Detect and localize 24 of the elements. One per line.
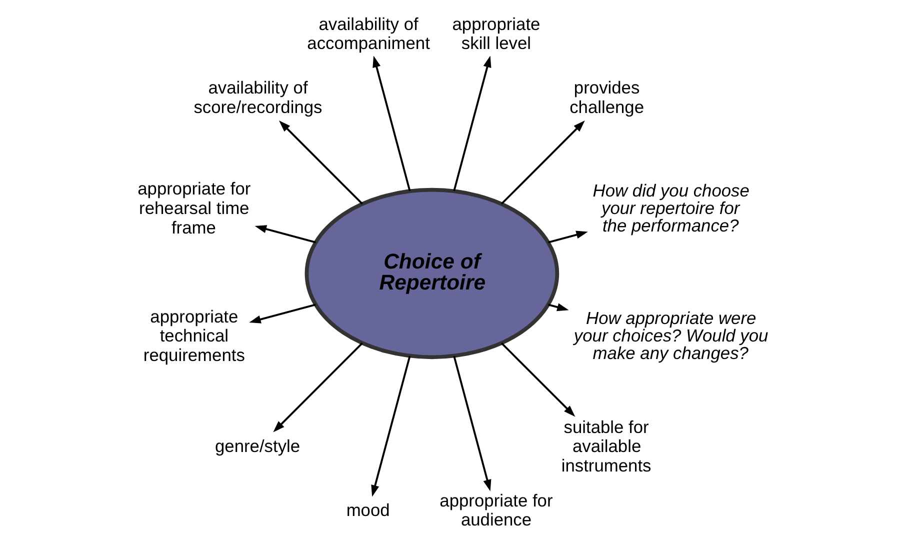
arrow bbox=[372, 56, 410, 192]
arrow bbox=[500, 342, 575, 417]
node-text: provides challenge bbox=[569, 78, 644, 118]
arrow bbox=[248, 304, 316, 324]
node-text: suitable for available instruments bbox=[560, 416, 651, 476]
node-text: How appropriate were your choices? Would you make any changes? bbox=[573, 308, 768, 363]
arrow bbox=[548, 230, 588, 244]
arrow bbox=[548, 303, 568, 312]
arrow bbox=[500, 120, 584, 204]
node-text: appropriate for rehearsal time frame bbox=[137, 178, 250, 238]
node-text: availability of score/recordings bbox=[193, 78, 322, 118]
arrow bbox=[254, 225, 316, 244]
arrow bbox=[452, 56, 491, 192]
arrow bbox=[278, 120, 362, 204]
node-text: availability of accompaniment bbox=[306, 14, 430, 54]
node-text: appropriate skill level bbox=[452, 14, 540, 54]
arrow bbox=[370, 356, 410, 497]
node-text: genre/style bbox=[214, 436, 300, 456]
node-text: How did you choose your repertoire for the performance? bbox=[592, 180, 749, 236]
node-text: mood bbox=[346, 500, 390, 520]
arrow bbox=[452, 356, 491, 492]
node-text: appropriate for audience bbox=[439, 490, 552, 530]
arrow bbox=[272, 342, 362, 432]
node-text: appropriate technical requirements bbox=[142, 306, 244, 365]
